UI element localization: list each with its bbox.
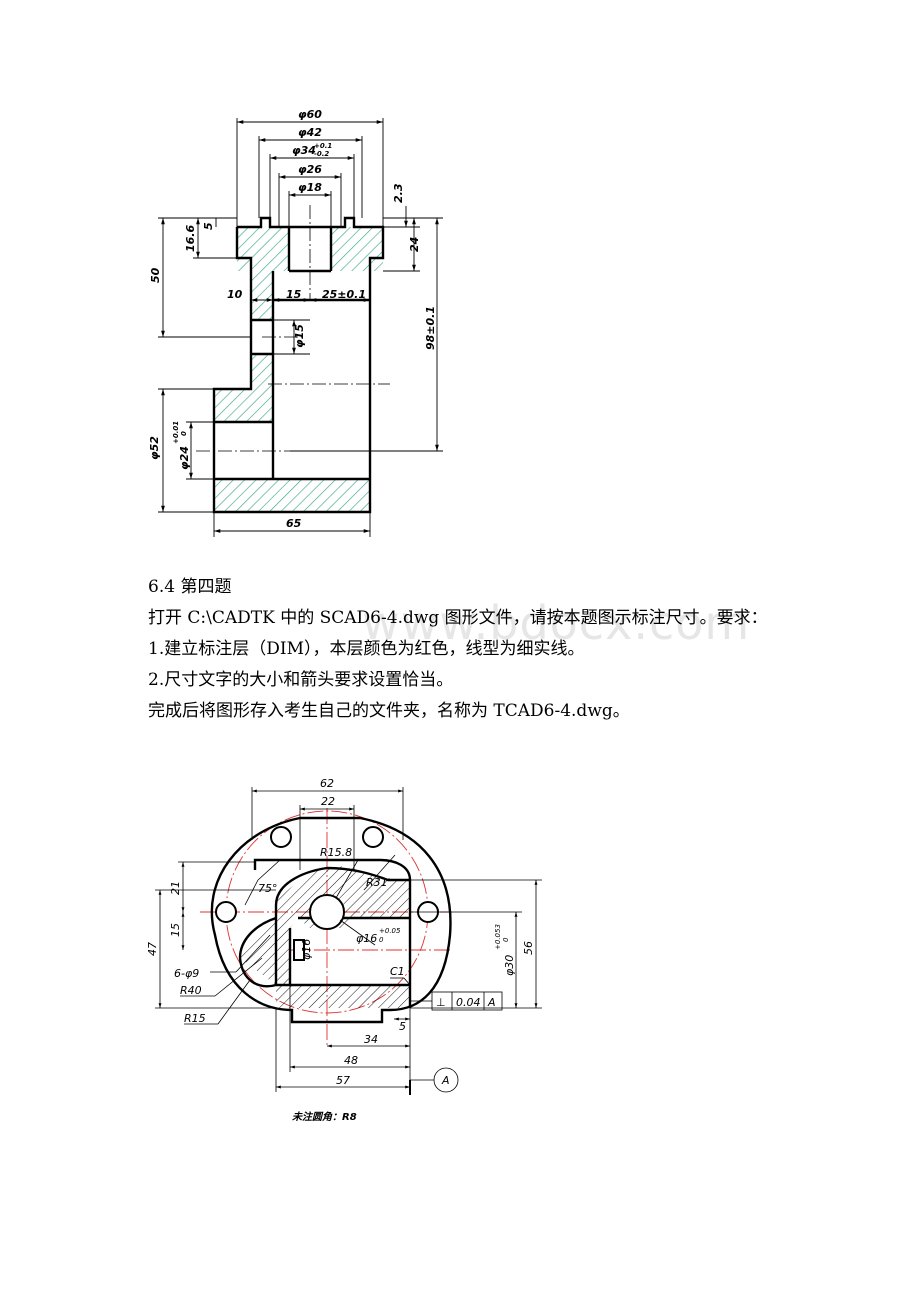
dim-d34-tol-up: +0.1 (314, 142, 332, 150)
part-outline-2 (210, 816, 452, 1024)
dim-d24-tol-up: +0.01 (172, 421, 180, 444)
section-hatch-2 (240, 866, 410, 1008)
dim-d34: φ34 (292, 144, 316, 157)
dim-d34-tol-lo: -0.2 (314, 150, 329, 158)
question-text: 6.4 第四题 打开 C:\CADTK 中的 SCAD6-4.dwg 图形文件，… (148, 578, 848, 721)
dim-50: 50 (149, 267, 162, 283)
dim2-d16-tol-up: +0.05 (379, 927, 401, 935)
instruction-line-3: 2.尺寸文字的大小和箭头要求设置恰当。 (148, 670, 454, 690)
dim2-75deg: 75° (258, 882, 278, 895)
dim-24: 24 (408, 237, 421, 252)
dim-d24-tol-lo: 0 (180, 431, 188, 436)
center-lines-red (200, 808, 452, 1045)
dim2-15: 15 (169, 923, 182, 937)
dim-d60: φ60 (298, 108, 322, 121)
center-lines (196, 205, 390, 452)
section-hatch (214, 227, 383, 512)
dim-15: 15 (286, 288, 302, 301)
dim2-r15: R15 (184, 1012, 206, 1025)
dim2-22: 22 (321, 795, 335, 808)
question-heading: 6.4 第四题 (148, 577, 232, 597)
dim-98: 98±0.1 (424, 306, 437, 350)
dim-25: 25±0.1 (322, 288, 366, 301)
dim2-d30-tol-up: +0.053 (494, 924, 502, 950)
dim-d26: φ26 (298, 163, 322, 176)
instruction-line-1: 打开 C:\CADTK 中的 SCAD6-4.dwg 图形文件，请按本题图示标注… (148, 608, 768, 628)
dim2-d30-tol-lo: 0 (502, 937, 510, 942)
gdt-symbol: ⊥ (436, 996, 446, 1009)
dim-d24: φ24 (178, 446, 191, 470)
dim-d15: φ15 (293, 324, 306, 348)
dim2-21: 21 (169, 881, 182, 895)
dim2-57: 57 (336, 1074, 350, 1087)
dim-d42: φ42 (298, 126, 322, 139)
dim-2-3: 2.3 (392, 183, 405, 203)
dim2-34: 34 (364, 1033, 378, 1046)
dim-10: 10 (227, 288, 243, 301)
dim2-holes: 6-φ9 (174, 967, 199, 980)
dim2-r40: R40 (180, 984, 202, 997)
dim2-56: 56 (522, 941, 535, 955)
dim2-48: 48 (344, 1054, 358, 1067)
dim2-47: 47 (146, 942, 159, 956)
dimension-lines-2 (155, 787, 542, 1095)
gdt-tolerance: 0.04 (456, 996, 481, 1009)
dim-d18: φ18 (298, 181, 322, 194)
dim-5: 5 (202, 222, 215, 230)
watermark: www.bdocx.com (362, 596, 751, 650)
dim2-r31: R31 (366, 876, 388, 889)
dim2-r15-8: R15.8 (320, 846, 352, 859)
dim2-d16-tol-lo: 0 (379, 936, 384, 944)
gdt-datum: A (487, 996, 496, 1009)
bolt-holes (215, 826, 439, 961)
dim2-c1: C1 (390, 965, 405, 978)
drawing-1: φ60 φ42 φ34 +0.1 -0.2 φ26 φ18 2.3 5 16.6… (148, 108, 443, 537)
instruction-line-4: 完成后将图形存入考生自己的文件夹，名称为 TCAD6-4.dwg。 (148, 701, 630, 721)
instruction-line-2: 1.建立标注层（DIM），本层颜色为红色，线型为细实线。 (148, 639, 585, 659)
dim2-d16-small: φ16 (300, 939, 313, 960)
dim2-62: 62 (320, 777, 334, 790)
datum-label: A (441, 1074, 450, 1087)
dim2-5: 5 (399, 1020, 406, 1033)
dimension-lines (158, 118, 443, 537)
dim2-d30: φ30 (503, 955, 516, 976)
dim2-d16: φ16 (356, 932, 377, 945)
dim-65: 65 (286, 517, 302, 530)
dim-16-6: 16.6 (184, 225, 197, 252)
unlabeled-fillet-note: 未注圆角：R8 (292, 1112, 357, 1123)
dim-d52: φ52 (148, 436, 161, 460)
